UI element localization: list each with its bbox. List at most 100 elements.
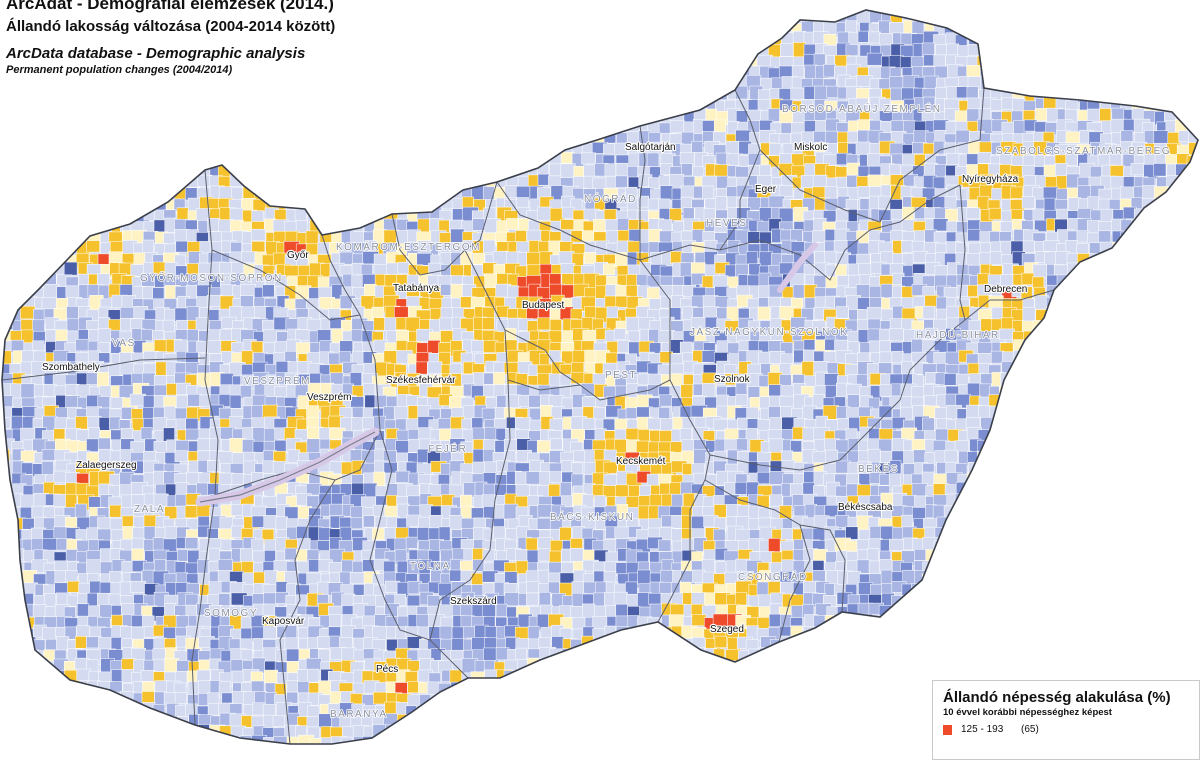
municipality-cell [1112,343,1124,355]
municipality-cell [647,79,660,94]
municipality-cell [1110,376,1121,391]
municipality-cell [398,176,414,192]
municipality-cell [681,56,695,72]
municipality-cell [1033,55,1046,68]
municipality-cell [1177,176,1192,191]
municipality-cell [243,78,259,92]
municipality-cell [175,101,186,113]
municipality-cell [616,176,628,188]
municipality-cell [34,166,48,179]
municipality-cell [1175,431,1188,444]
municipality-cell [142,112,154,126]
municipality-cell [0,232,12,247]
municipality-cell [1089,386,1105,399]
municipality-cell [1024,56,1037,72]
municipality-cell [529,153,541,166]
municipality-cell [64,232,79,247]
municipality-cell [9,242,20,255]
municipality-cell [1057,33,1073,46]
municipality-cell [1066,13,1081,24]
municipality-cell [1123,375,1137,386]
municipality-cell [1010,420,1022,433]
municipality-cell [175,155,187,167]
municipality-cell [1002,473,1016,485]
municipality-cell [1166,266,1178,278]
municipality-cell [924,0,937,10]
municipality-cell [75,89,89,103]
municipality-cell [431,122,442,133]
municipality-cell [582,153,596,164]
municipality-cell [109,165,122,179]
municipality-cell [1131,22,1145,34]
municipality-cell [1022,273,1034,285]
municipality-cell [617,0,632,11]
municipality-cell [1164,221,1177,237]
municipality-cell [1087,452,1103,463]
municipality-cell [1146,12,1157,23]
municipality-cell [1110,363,1124,376]
municipality-cell [935,0,950,15]
municipality-cell [637,12,653,24]
municipality-cell [1178,405,1194,417]
municipality-cell [99,109,111,124]
municipality-cell [747,407,759,419]
municipality-cell [628,89,642,100]
municipality-cell [1012,397,1026,410]
municipality-cell [735,54,749,68]
municipality-cell [1189,299,1201,313]
municipality-cell [384,178,396,189]
municipality-cell [1176,79,1189,94]
municipality-cell [572,122,584,136]
municipality-cell [429,99,445,115]
municipality-cell [1001,318,1013,331]
municipality-cell [595,122,611,137]
municipality-cell [361,188,373,201]
municipality-cell [736,439,747,451]
municipality-cell [156,362,168,376]
municipality-cell [1132,265,1147,279]
municipality-cell [164,123,179,134]
municipality-cell [505,132,520,147]
municipality-cell [912,439,926,451]
municipality-cell [87,220,100,234]
municipality-cell [593,55,608,71]
municipality-cell [1011,68,1026,79]
municipality-cell [1143,453,1158,468]
municipality-cell [1113,78,1127,91]
municipality-cell [296,177,312,192]
municipality-cell [716,2,727,16]
municipality-cell [66,88,79,102]
municipality-cell [67,187,79,202]
municipality-cell [1177,0,1192,13]
municipality-cell [1176,218,1190,232]
municipality-cell [98,397,110,409]
municipality-cell [527,90,542,106]
municipality-cell [1189,189,1203,203]
municipality-cell [771,1,786,15]
municipality-cell [0,284,12,299]
municipality-cell [9,277,23,289]
municipality-cell [110,199,126,212]
municipality-cell [1056,332,1070,343]
municipality-cell [505,119,519,135]
municipality-cell [496,143,509,156]
municipality-cell [1199,232,1203,247]
municipality-cell [628,486,639,497]
municipality-cell [1111,309,1122,322]
municipality-cell [274,119,289,130]
municipality-cell [330,97,345,110]
municipality-cell [10,287,21,299]
municipality-cell [552,100,565,111]
municipality-cell [1044,442,1058,457]
municipality-cell [198,439,210,451]
municipality-cell [815,1,830,15]
municipality-cell [713,55,725,71]
municipality-cell [989,296,1004,309]
municipality-cell [1111,428,1125,442]
municipality-cell [373,122,384,135]
municipality-cell [45,144,60,155]
municipality-cell [988,43,999,57]
municipality-cell [1165,20,1178,35]
municipality-cell [407,143,420,156]
municipality-cell [791,441,802,453]
